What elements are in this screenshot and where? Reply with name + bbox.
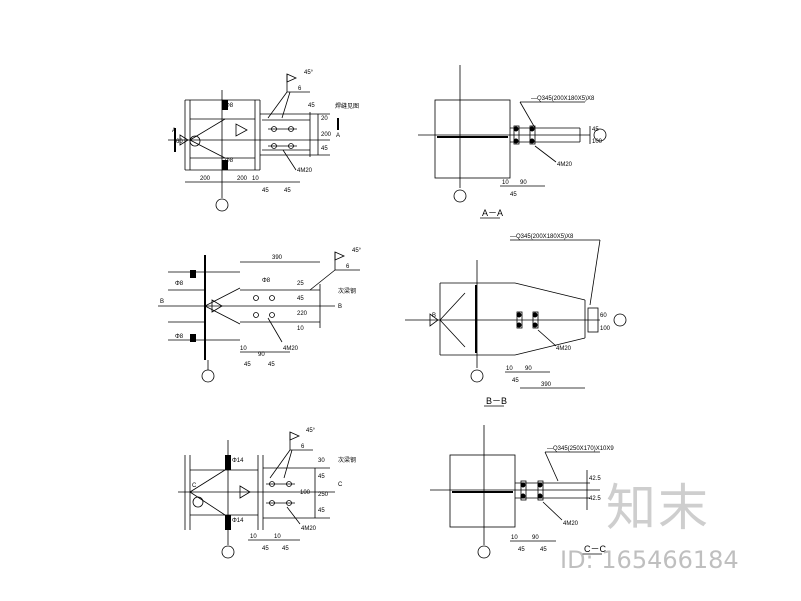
svg-text:60: 60 (600, 313, 607, 319)
detail-a-section-title: A－A (482, 208, 503, 218)
detail-c-weld-label: 6 (301, 444, 305, 450)
svg-text:90: 90 (532, 535, 539, 541)
svg-text:45: 45 (540, 547, 547, 553)
detail-a-gap-label: 60 (176, 139, 183, 145)
detail-b-weld-label: 6 (346, 264, 350, 270)
svg-text:390: 390 (541, 382, 552, 388)
detail-b-section: B 60 100 —Q345(200X180X5)X8 4M20 10 90 4… (405, 234, 627, 407)
svg-text:45: 45 (268, 362, 275, 368)
svg-text:45: 45 (318, 508, 325, 514)
svg-text:200: 200 (237, 176, 248, 182)
detail-a-section: 45 100 —Q345(200X180X5)X8 4M20 10 90 45 … (418, 65, 607, 219)
detail-b-beam-note: 次梁钢 (338, 287, 356, 295)
detail-b-section-title: B－B (486, 396, 507, 406)
detail-a-section-bolt-label: 4M20 (557, 162, 573, 168)
detail-c-plate-label: Φ14 (232, 458, 244, 464)
svg-text:90: 90 (520, 180, 527, 186)
svg-text:45: 45 (262, 546, 269, 552)
svg-text:200: 200 (200, 176, 211, 182)
svg-text:100: 100 (592, 139, 603, 145)
detail-c-beam-note: 次梁钢 (338, 456, 356, 464)
svg-text:Φ8: Φ8 (175, 334, 184, 340)
svg-text:10: 10 (297, 326, 304, 332)
detail-c-weld-angle: 45° (306, 428, 316, 434)
svg-text:10: 10 (511, 535, 518, 541)
detail-a-beam-note: 焊缝见图 (335, 102, 359, 110)
svg-text:100: 100 (600, 326, 611, 332)
svg-text:90: 90 (525, 366, 532, 372)
svg-text:25: 25 (297, 281, 304, 287)
svg-text:200: 200 (321, 132, 332, 138)
detail-c-section: 42.5 42.5 —Q345(250X170)X10X9 4M20 10 90… (430, 425, 614, 559)
detail-b-bolt-label: 4M20 (283, 346, 299, 352)
svg-text:B: B (432, 313, 436, 319)
svg-text:B: B (338, 304, 342, 310)
svg-text:10: 10 (506, 366, 513, 372)
svg-text:90: 90 (258, 352, 265, 358)
svg-text:10: 10 (250, 534, 257, 540)
detail-a-weld-label: 6 (298, 86, 302, 92)
svg-text:390: 390 (272, 255, 283, 261)
svg-text:10: 10 (252, 176, 259, 182)
detail-b-section-bolt-label: 4M20 (556, 346, 572, 352)
detail-a-section-mark: A (172, 128, 176, 134)
svg-text:42.5: 42.5 (589, 496, 601, 502)
detail-b-section-mark: B (160, 299, 164, 305)
detail-c-bolt-label: 4M20 (301, 526, 317, 532)
svg-text:10: 10 (240, 346, 247, 352)
svg-text:45: 45 (244, 362, 251, 368)
detail-a-bolt-label: 4M20 (297, 168, 313, 174)
detail-c-plan: Φ14 Φ14 C C 次梁钢 6 45° 30 45 250 45 100 4… (178, 428, 356, 559)
svg-text:Φ14: Φ14 (232, 518, 244, 524)
svg-text:Φ8: Φ8 (225, 158, 234, 164)
svg-text:10: 10 (274, 534, 281, 540)
svg-text:42.5: 42.5 (589, 476, 601, 482)
detail-b-plate-label: Φ8 (175, 281, 184, 287)
svg-text:45: 45 (321, 146, 328, 152)
detail-b-plate-note: —Q345(200X180X5)X8 (510, 234, 574, 240)
svg-text:45: 45 (518, 547, 525, 553)
detail-c-section-bolt-label: 4M20 (563, 521, 579, 527)
svg-text:45: 45 (592, 127, 599, 133)
svg-text:30: 30 (318, 458, 325, 464)
svg-text:45: 45 (262, 188, 269, 194)
svg-text:A: A (336, 133, 340, 139)
detail-a-plate-note: —Q345(200X180X5)X8 (531, 96, 595, 102)
svg-text:45: 45 (318, 474, 325, 480)
svg-text:45: 45 (510, 192, 517, 198)
svg-text:45: 45 (308, 103, 315, 109)
detail-b-plan: Φ8 Φ8 Φ8 B B 次梁钢 390 6 45° 25 45 220 10 … (158, 248, 362, 383)
svg-text:100: 100 (300, 490, 311, 496)
svg-text:45: 45 (282, 546, 289, 552)
svg-text:45: 45 (284, 188, 291, 194)
svg-text:220: 220 (297, 311, 308, 317)
detail-a-plate-label: Φ8 (225, 103, 234, 109)
detail-c-plate-note: —Q345(250X170)X10X9 (547, 446, 614, 452)
svg-text:45: 45 (297, 296, 304, 302)
detail-a-plan: A 60 A 20 200 45 45 焊缝见图 6 45° Φ8 Φ8 4M2… (168, 70, 359, 212)
svg-text:Φ8: Φ8 (262, 278, 271, 284)
detail-c-section-mark: C (192, 483, 197, 489)
detail-b-weld-angle: 45° (352, 248, 362, 254)
svg-text:C: C (338, 482, 343, 488)
detail-a-weld-angle: 45° (304, 70, 314, 76)
svg-text:10: 10 (502, 180, 509, 186)
svg-text:45: 45 (512, 378, 519, 384)
svg-text:250: 250 (318, 492, 329, 498)
detail-c-section-title: C－C (584, 544, 606, 554)
svg-text:20: 20 (321, 116, 328, 122)
